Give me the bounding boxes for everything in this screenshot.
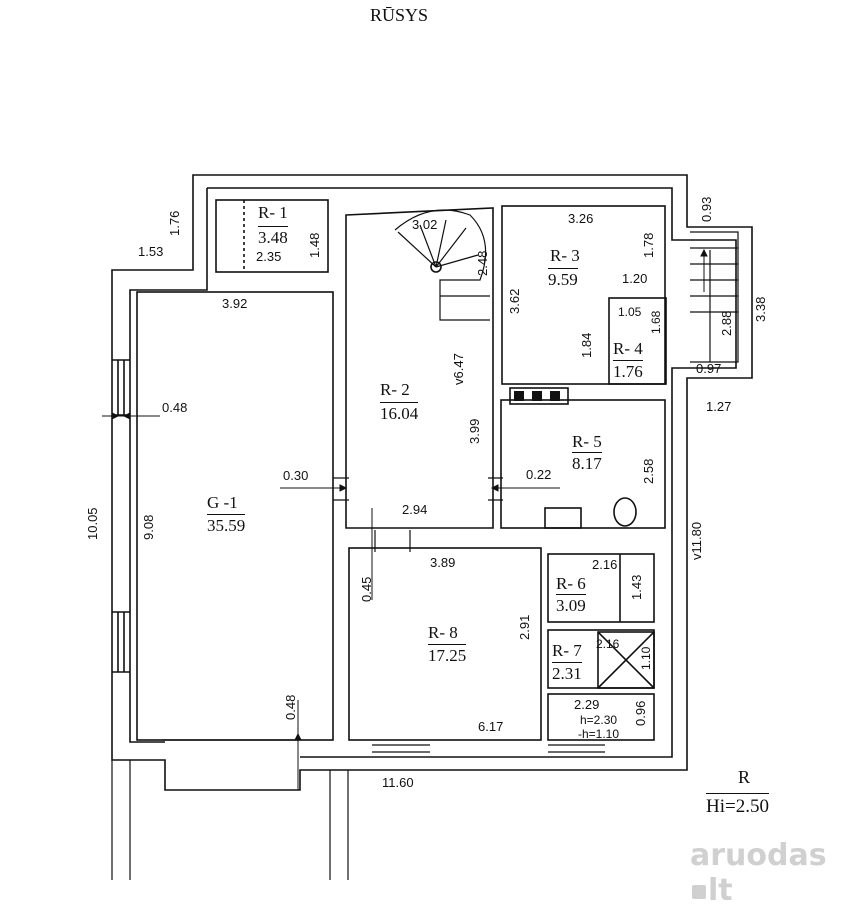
dim-label: v11.80: [689, 521, 704, 560]
dim-label: 0.97: [696, 361, 722, 376]
dim-label: 1.43: [629, 574, 644, 600]
dim-label: 0.30: [283, 468, 309, 483]
watermark-domain: lt: [708, 873, 733, 908]
plan-title: RŪSYS: [370, 5, 429, 25]
dim-label: 1.20: [622, 271, 648, 286]
dim-label: 1.05: [618, 305, 642, 319]
dim-label: 9.08: [141, 514, 156, 540]
room-r2-code: R- 2: [380, 380, 410, 399]
room-r3-outline: [501, 205, 666, 385]
dim-label: 1.10: [639, 646, 653, 670]
dim-label: 3.99: [467, 418, 482, 444]
dim-label: 1.27: [706, 399, 732, 414]
legend-code: R: [738, 767, 751, 787]
dim-label: 0.22: [526, 467, 552, 482]
dim-label: 2.94: [402, 502, 428, 517]
dim-label: 1.48: [307, 232, 322, 258]
dim-label: 1.78: [641, 232, 656, 258]
room-r8-code: R- 8: [428, 623, 458, 642]
room-r4-outline: [608, 297, 667, 385]
room-r1-code: R- 1: [258, 203, 288, 222]
dim-label: 3.26: [568, 211, 594, 226]
dim-label: 3.62: [507, 288, 522, 314]
dim-label: 3.92: [222, 296, 248, 311]
room-r4-area: 1.76: [613, 360, 643, 381]
dim-label: 0.93: [699, 196, 714, 222]
room-r5-area: 8.17: [572, 452, 602, 473]
dim-label: h=2.30: [580, 713, 618, 727]
room-r6-area: 3.09: [556, 594, 586, 615]
room-r6-code: R- 6: [556, 574, 586, 593]
room-r1-outline: [215, 199, 329, 273]
dim-label: 0.45: [359, 576, 374, 602]
room-r2-area: 16.04: [380, 402, 419, 423]
dim-label: 2.16: [596, 637, 620, 651]
room-r3-area: 9.59: [548, 268, 578, 289]
room-r8-outline: [348, 547, 542, 741]
dim-label: 2.16: [592, 557, 618, 572]
outer-wall-inner: [129, 187, 737, 758]
watermark-dot-icon: [692, 884, 706, 899]
room-g1-code: G -1: [207, 493, 238, 512]
dim-label: 1.68: [649, 310, 663, 334]
dim-label: 2.29: [574, 697, 600, 712]
dim-label: 3.89: [430, 555, 456, 570]
dim-label: 1.84: [579, 332, 594, 358]
window-left-1: [112, 359, 130, 416]
dim-label: 6.17: [478, 719, 504, 734]
room-r1-area: 3.48: [258, 226, 288, 247]
spiral-stair: [394, 209, 490, 321]
room-r6-outline: [547, 553, 655, 623]
dim-label: 0.48: [283, 694, 298, 720]
window-left-2: [112, 611, 130, 673]
dim-label: 10.05: [85, 507, 100, 540]
room-r5-outline: [500, 399, 666, 529]
room-r8-area: 17.25: [428, 644, 467, 665]
room-r3-code: R- 3: [550, 246, 580, 265]
dim-label: 0.96: [633, 700, 648, 726]
room-r5-code: R- 5: [572, 432, 602, 451]
legend-height: Hi=2.50: [706, 793, 769, 816]
stair-right: [690, 231, 739, 363]
room-g1-area: 35.59: [207, 514, 246, 535]
dim-label: v6.47: [451, 353, 466, 385]
watermark: aruodaslt: [690, 838, 843, 908]
outer-wall: [111, 174, 753, 791]
dim-label: 11.60: [382, 775, 414, 790]
dim-label: 0.48: [162, 400, 188, 415]
dim-label: 1.53: [138, 244, 164, 259]
dim-label: 3.38: [753, 296, 768, 322]
room-r2-outline: [345, 207, 494, 529]
room-r4-code: R- 4: [613, 339, 643, 358]
watermark-text: aruodas: [690, 838, 827, 873]
dim-label: 2.35: [256, 249, 282, 264]
dim-label: 2.88: [719, 310, 734, 336]
dim-label: 3.02: [412, 217, 438, 232]
dim-label: 2.91: [517, 614, 532, 640]
dim-label: 1.76: [167, 210, 182, 236]
room-r7-code: R- 7: [552, 641, 582, 660]
room-r7-area: 2.31: [552, 662, 582, 683]
dim-label: 2.48: [475, 250, 490, 276]
dim-label: 2.58: [641, 458, 656, 484]
dim-label: -h=1.10: [578, 727, 620, 741]
